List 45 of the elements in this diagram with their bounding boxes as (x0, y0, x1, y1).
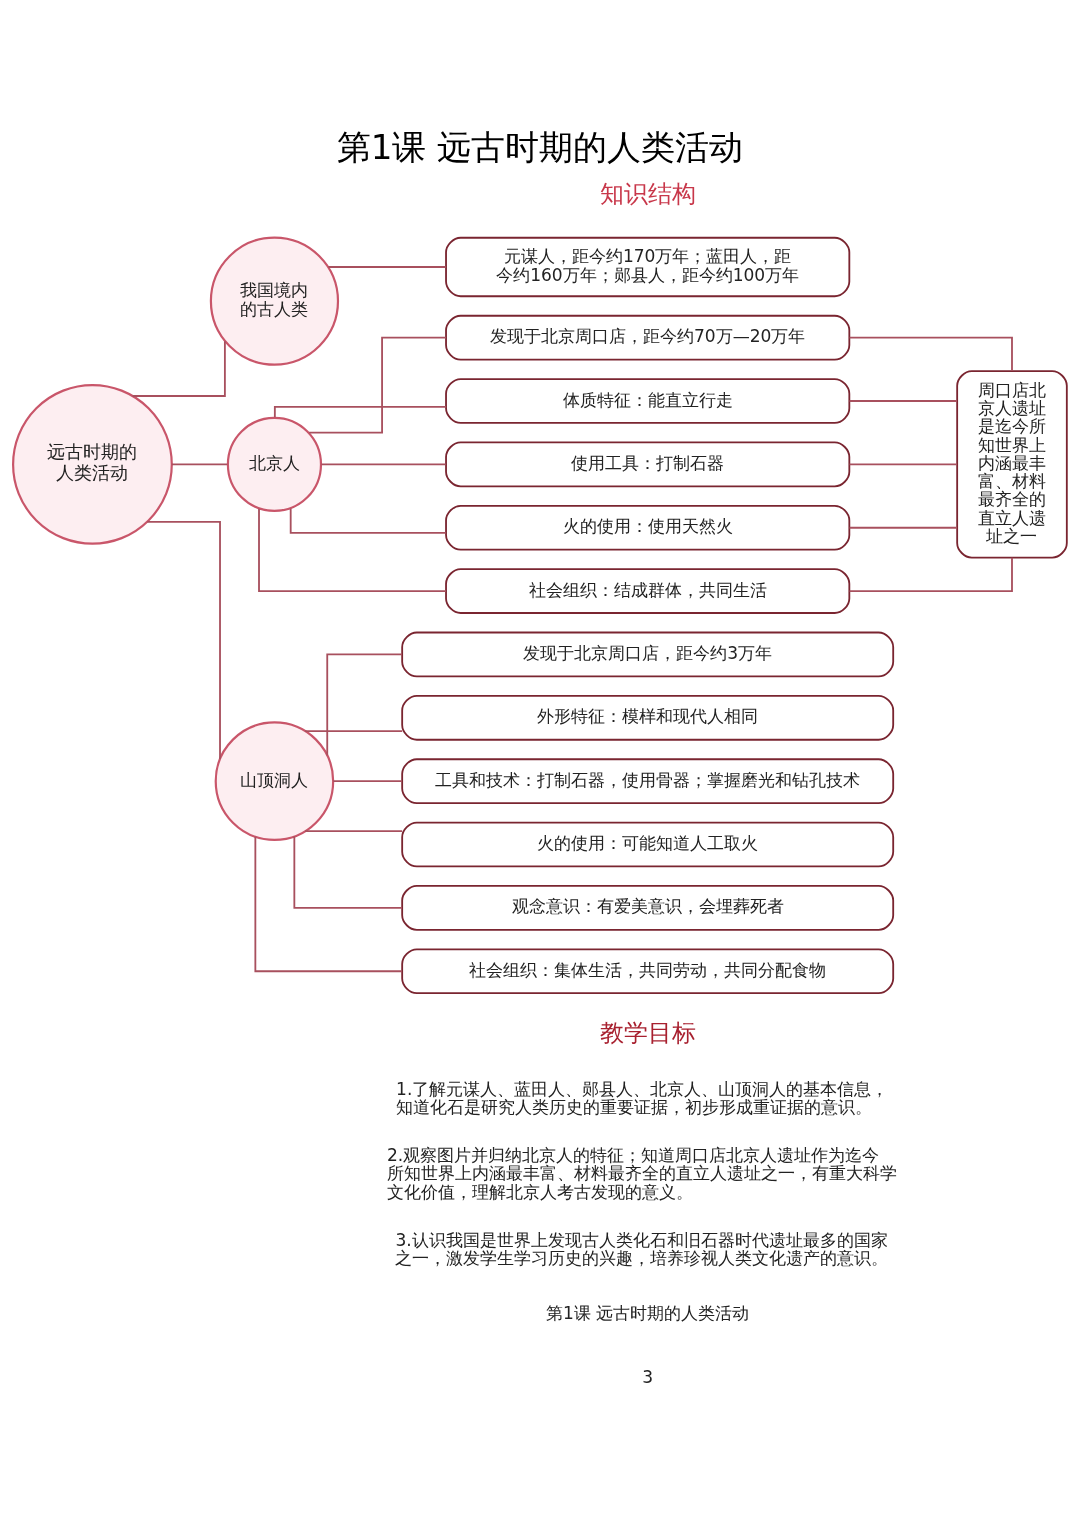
connector (848, 336, 1013, 372)
node-box: 发现于北京周口店，距今约70万—20万年 (445, 314, 851, 361)
node-box: 火的使用：使用天然火 (445, 504, 851, 551)
node-box: 体质特征：能直立行走 (445, 378, 851, 424)
node-box: 火的使用：可能知道人工取火 (401, 821, 895, 868)
node-box: 社会组织：集体生活，共同劳动，共同分配食物 (401, 948, 895, 995)
node-box: 观念意识：有爱美意识，会埋葬死者 (401, 885, 895, 931)
connector (326, 653, 403, 757)
node-circle: 山顶洞人 (214, 721, 335, 841)
node-box: 社会组织：结成群体，共同生活 (445, 568, 851, 614)
connector (848, 400, 958, 402)
connector (258, 507, 447, 592)
connector (293, 835, 403, 909)
label: 3.认识我国是世界上发现古人类化石和旧石器时代遗址最多的国家之一，激发学生学习历史的兴趣，培养珍视人类文化遗产的意识。 (395, 1229, 889, 1268)
node-box: 使用工具：打制石器 (445, 441, 851, 488)
connector (304, 830, 404, 833)
connector (848, 526, 958, 529)
connector (131, 340, 226, 397)
diagram-title: 第1课 远古时期的人类活动 (336, 127, 744, 168)
connector (327, 266, 447, 268)
connector (254, 835, 403, 973)
connector (146, 521, 221, 760)
node-box: 周口店北京人遗址是迄今所知世界上内涵最丰富、材料最齐全的直立人遗址之一 (956, 370, 1068, 559)
node-circle: 远古时期的人类活动 (12, 383, 173, 545)
label: 3 (642, 1366, 654, 1387)
connector (170, 463, 229, 466)
connector (332, 780, 403, 783)
connector (289, 507, 447, 534)
label: 1.了解元谋人、蓝田人、郧县人、北京人、山顶洞人的基本信息，知道化石是研究人类历史的重要证据，初步形成重证据的意识。 (396, 1078, 889, 1117)
connector (848, 556, 1013, 592)
node-box: 发现于北京周口店，距今约3万年 (401, 631, 895, 678)
connector (848, 463, 958, 466)
label: 第1课 远古时期的人类活动 (546, 1303, 750, 1324)
label: 教学目标 (599, 1017, 696, 1047)
node-box: 元谋人，距今约170万年；蓝田人，距今约160万年；郧县人，距今约100万年 (445, 236, 851, 298)
connector (308, 336, 447, 434)
label: 知识结构 (599, 179, 696, 209)
node-circle: 我国境内的古人类 (209, 236, 340, 366)
label: 2.观察图片并归纳北京人的特征；知道周口店北京人遗址作为迄今所知世界上内涵最丰富、材料最齐全的直立人遗址之一，有重大科学文化价值，理解北京人考古发现的意义。 (386, 1144, 897, 1202)
node-box: 工具和技术：打制石器，使用骨器；掌握磨光和钻孔技术 (401, 758, 895, 804)
connector (304, 730, 404, 733)
node-circle: 北京人 (226, 416, 323, 512)
connector (273, 405, 447, 419)
connector (320, 463, 447, 466)
node-box: 外形特征：模样和现代人相同 (401, 694, 895, 741)
